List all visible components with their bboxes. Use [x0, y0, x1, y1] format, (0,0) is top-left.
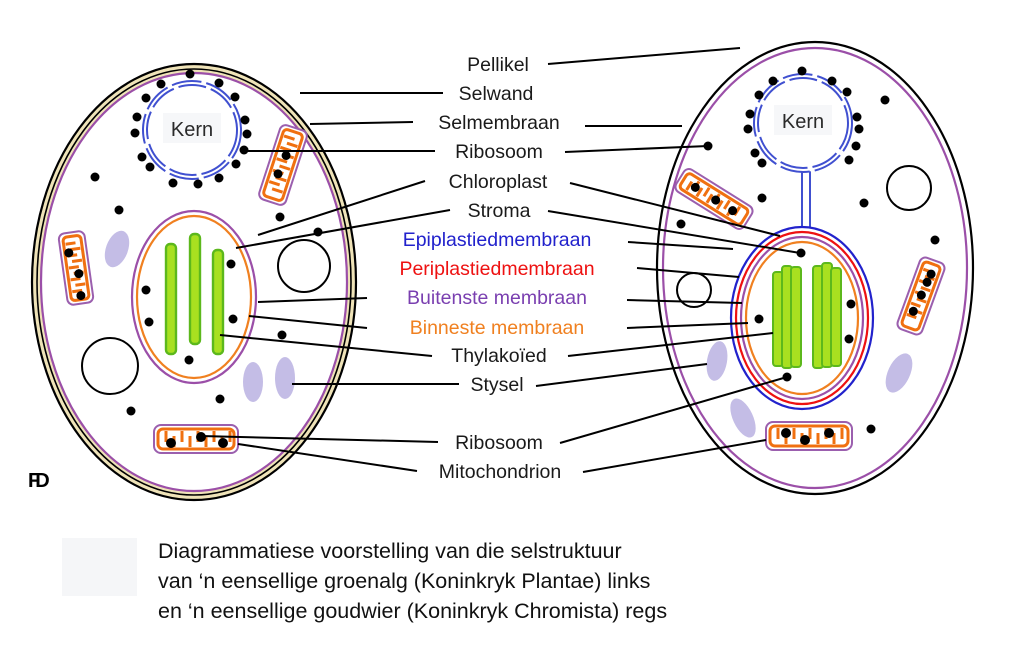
- right-nucleus-label-bg: [774, 105, 832, 135]
- right-mitochondrion-upper: [674, 168, 754, 230]
- leader-binneste-left: [248, 315, 368, 329]
- right-mitochondrion-bottom: [765, 421, 853, 451]
- caption-line: en ‘n eensellige goudwier (Koninkryk Chr…: [158, 599, 668, 623]
- leader-ribosoom-bottom-right: [559, 376, 788, 444]
- right-nucleus-ribosomes: [743, 66, 864, 168]
- label-thylakoied: Thylakoïed: [451, 345, 546, 367]
- leader-thylakoied-left: [219, 334, 433, 357]
- leader-lines: [200, 47, 801, 473]
- caption-placeholder-box: [62, 538, 137, 596]
- right-starch-grain: [706, 341, 728, 381]
- label-chloroplast: Chloroplast: [449, 171, 548, 193]
- left-thylakoid: [188, 232, 202, 346]
- left-nucleus-ribosomes: [130, 69, 252, 189]
- left-mitochondrion-upper: [258, 124, 308, 206]
- leader-binneste-right: [626, 322, 749, 329]
- label-pellikel: Pellikel: [467, 54, 529, 76]
- left-vacuole-lower: [81, 337, 139, 395]
- right-starch-grain: [730, 398, 756, 438]
- figure-caption: Diagrammatiese voorstelling van die sels…: [158, 536, 667, 626]
- labels: Pellikel Selwand Selmembraan Ribosoom Ch…: [399, 54, 594, 483]
- leader-mitochondrion-right: [582, 439, 767, 473]
- leader-ribosoom-top-right: [564, 145, 709, 153]
- leader-stroma-left: [235, 209, 451, 249]
- left-nucleus-label-bg: [163, 113, 221, 143]
- leader-epiplastiedmembraan: [627, 241, 734, 250]
- label-selmembraan: Selmembraan: [438, 112, 559, 134]
- right-nuclear-stalk: [801, 168, 811, 232]
- right-nucleus-label: Kern: [782, 111, 824, 133]
- right-thylakoid-stack-right: [812, 262, 842, 369]
- right-chloroplast: [729, 225, 875, 411]
- left-vacuole-upper: [277, 239, 331, 293]
- left-starch-grain: [104, 230, 130, 268]
- left-nucleus: Kern: [130, 69, 252, 189]
- left-cell-green-alga: Kern: [30, 62, 358, 502]
- left-chloroplast-ribosomes: [141, 259, 238, 365]
- left-free-ribosomes: [90, 172, 323, 416]
- label-stysel: Stysel: [470, 374, 523, 396]
- leader-buitenste-left: [257, 297, 368, 303]
- label-ribosoom-bottom: Ribosoom: [455, 432, 543, 454]
- leader-ribosoom-bottom-left: [200, 435, 439, 443]
- label-ribosoom-top: Ribosoom: [455, 141, 543, 163]
- left-nucleus-label: Kern: [171, 119, 213, 141]
- caption-line: Diagrammatiese voorstelling van die sels…: [158, 539, 622, 563]
- left-cell-wall-inner-edge: [36, 68, 352, 496]
- right-cell-golden-alga: Kern: [655, 40, 975, 496]
- leader-pellikel: [547, 47, 741, 65]
- left-thylakoid: [211, 248, 225, 356]
- leader-selmembraan-left: [309, 121, 414, 125]
- right-vacuole-upper: [886, 165, 932, 211]
- left-mitochondrion-bottom: [153, 424, 239, 454]
- left-chloroplast: [130, 209, 258, 385]
- leader-thylakoied-right: [567, 332, 774, 357]
- right-nucleus: Kern: [743, 66, 864, 232]
- leader-mitochondrion-left: [237, 443, 418, 472]
- label-mitochondrion: Mitochondrion: [439, 461, 561, 483]
- right-mitochondrion-side: [896, 256, 946, 336]
- left-starch-grain: [243, 362, 263, 402]
- leader-buitenste-right: [626, 299, 743, 304]
- author-signature: FD: [28, 470, 50, 492]
- leader-chloroplast-right: [569, 182, 781, 237]
- label-buitenste-membraan: Buitenste membraan: [407, 287, 587, 309]
- left-mitochondrion-side: [57, 230, 95, 306]
- leader-periplastiedmembraan: [636, 267, 740, 278]
- label-periplastiedmembraan: Periplastiedmembraan: [399, 258, 594, 280]
- label-stroma: Stroma: [468, 200, 531, 222]
- left-thylakoid: [164, 242, 178, 356]
- left-starch-grain: [275, 357, 295, 399]
- caption-line: van ‘n eensellige groenalg (Koninkryk Pl…: [158, 569, 651, 593]
- right-thylakoid-stack-left: [772, 265, 802, 369]
- leader-stroma-right: [547, 210, 801, 254]
- leader-stysel-right: [535, 363, 708, 387]
- leader-chloroplast-left: [257, 180, 426, 236]
- label-binneste-membraan: Binneste membraan: [410, 317, 585, 339]
- right-starch-grain: [885, 353, 913, 393]
- label-epiplastiedmembraan: Epiplastiedmembraan: [403, 229, 592, 251]
- label-selwand: Selwand: [459, 83, 534, 105]
